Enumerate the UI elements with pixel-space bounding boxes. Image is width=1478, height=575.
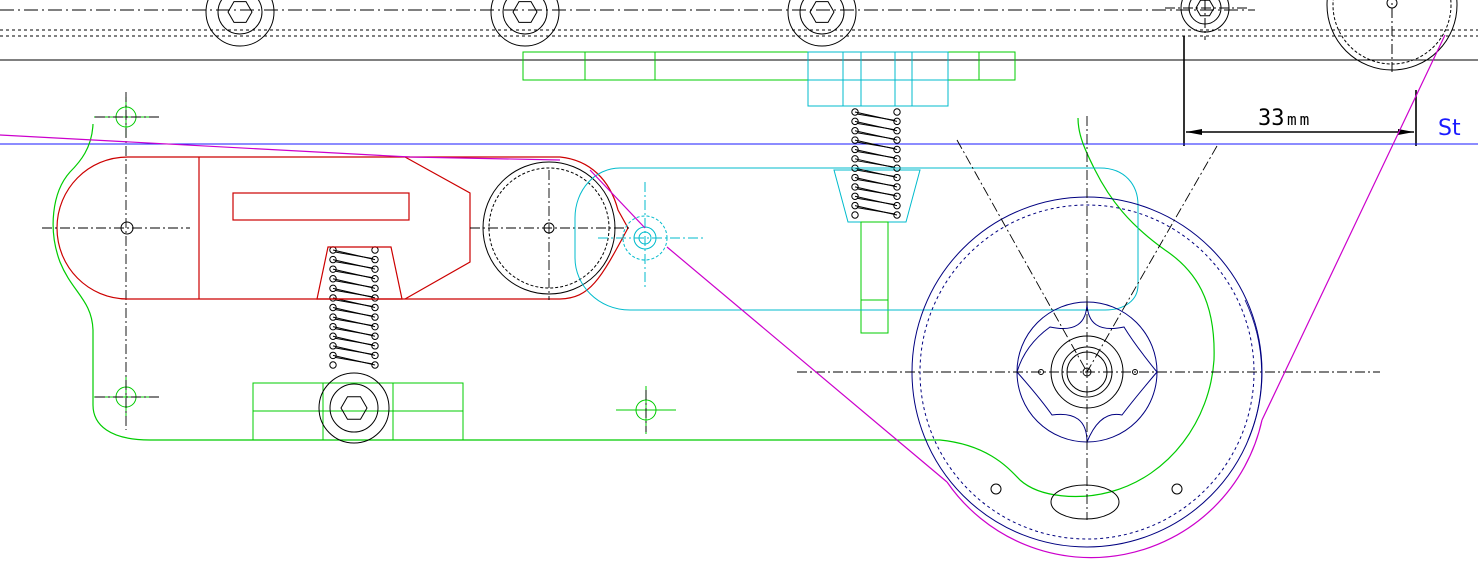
belt — [0, 34, 1446, 559]
compression-spring-icon — [851, 108, 901, 219]
base-centerlines — [95, 92, 647, 432]
top-rail — [0, 9, 1478, 61]
arm-centerlines — [42, 170, 630, 300]
gear-centerlines — [797, 116, 1380, 520]
dimension-value: 33 — [1258, 106, 1285, 131]
upper-spring-block — [807, 51, 949, 223]
edge-label: St — [1438, 116, 1461, 141]
upper-idler-pulley — [1326, 0, 1458, 75]
hex-socket-bolt-icon — [205, 0, 275, 47]
belt-return — [1244, 299, 1262, 441]
hex-socket-bolt-icon — [318, 372, 390, 444]
hex-socket-bolt-icon — [490, 0, 560, 47]
arm-idler-pulley — [482, 161, 616, 295]
base-plate — [52, 117, 1215, 498]
arm-pivot — [120, 221, 134, 235]
dimension-33mm — [1183, 36, 1417, 146]
compression-spring-icon — [329, 246, 379, 369]
top-bolts — [205, 0, 1250, 47]
hex-socket-bolt-icon — [787, 0, 857, 47]
upper-clamp-bar — [522, 51, 1016, 81]
upper-spring-guide — [860, 221, 889, 334]
tensioner-arm — [56, 156, 629, 300]
lower-clamp-bar — [252, 382, 464, 441]
dimension-unit: mm — [1287, 110, 1312, 129]
slide-arm — [574, 167, 1139, 311]
